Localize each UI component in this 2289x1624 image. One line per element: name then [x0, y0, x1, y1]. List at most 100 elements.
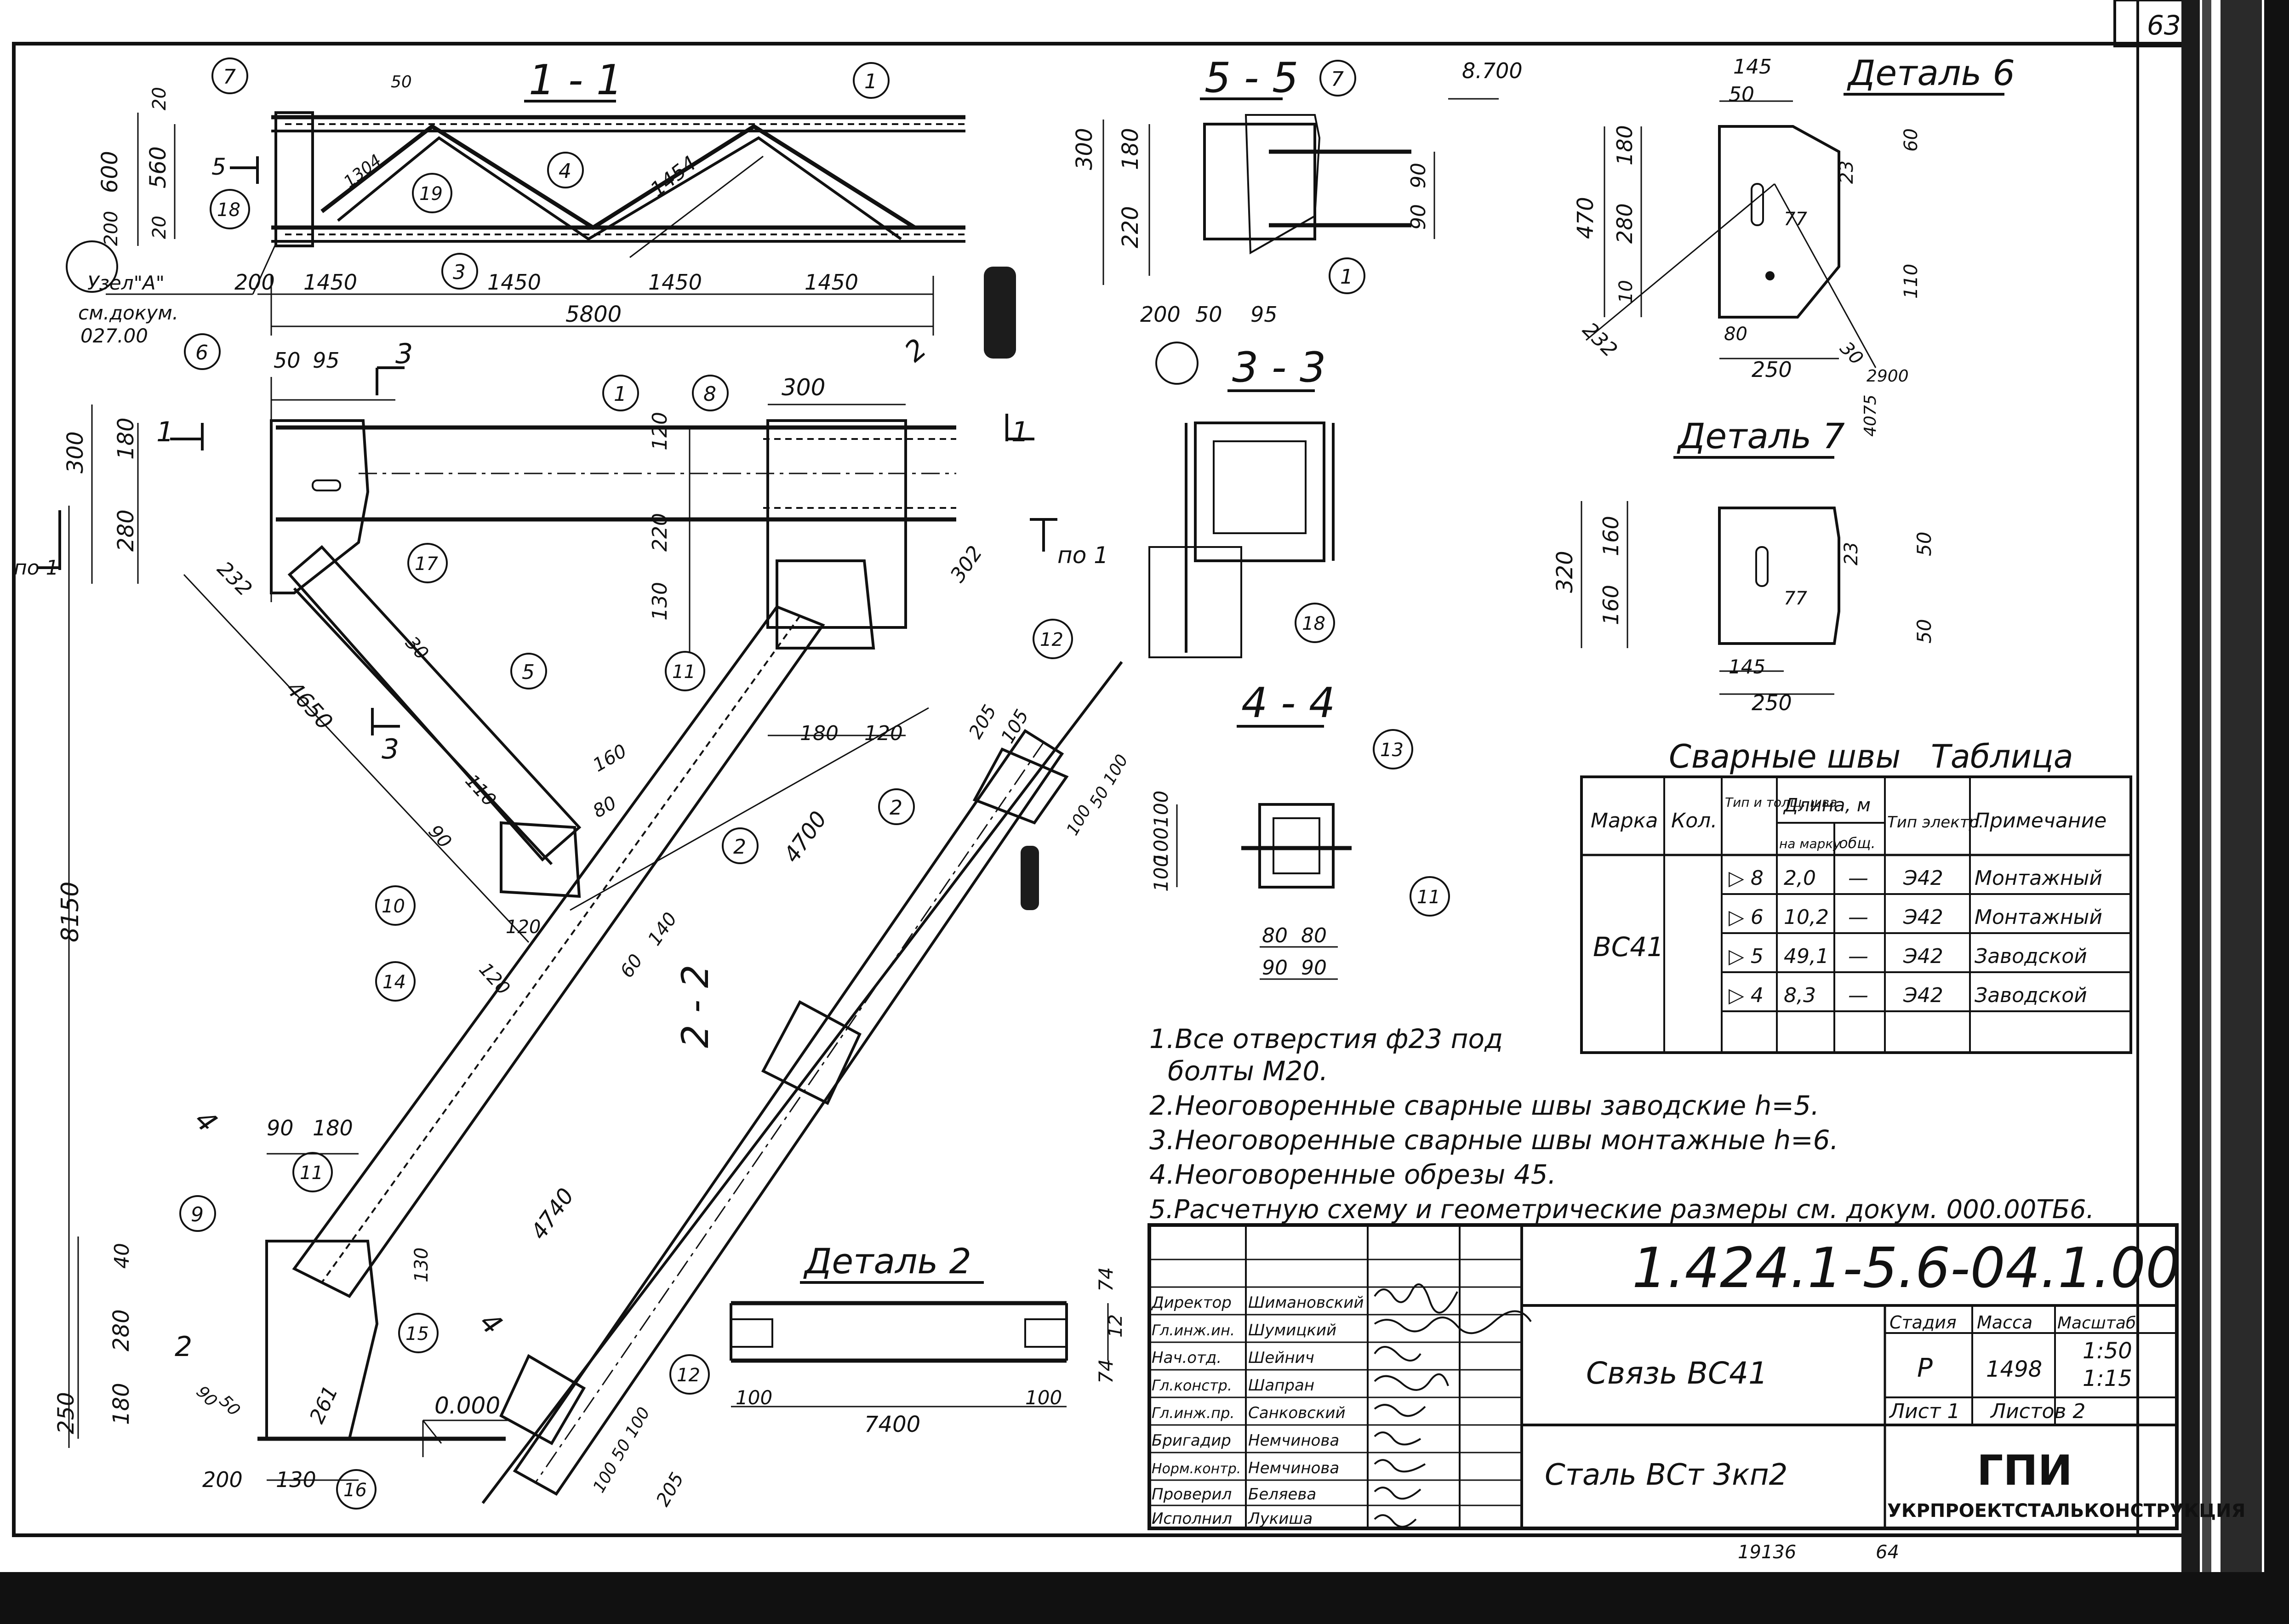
staff-name-4: Шапран [1248, 1376, 1314, 1395]
svg-text:7: 7 [1331, 68, 1344, 91]
callout-17: 17 [407, 543, 448, 583]
dim-d6-50: 50 [1729, 83, 1754, 106]
dim-55-200: 200 [1140, 302, 1181, 327]
svg-text:▷ 5: ▷ 5 [1729, 945, 1764, 968]
dim-120-c: 120 [506, 917, 541, 938]
callout-7: 7 [211, 57, 248, 94]
dim-180-under: 180 [800, 722, 839, 745]
callout-10: 10 [375, 885, 416, 926]
section-5-5: 5 - 5 300 180 220 90 90 200 50 95 8.700 [1072, 54, 1523, 385]
dim-120-under: 120 [864, 722, 903, 745]
weld-row-3: ▷ 5 49,1 — Э42 Заводской [1729, 945, 2087, 968]
notes: 1.Все отверстия ф23 под болты М20. 2.Нео… [1149, 1023, 2094, 1225]
dim-d2-74b: 74 [1095, 1359, 1117, 1384]
org-full: УКРПРОЕКТСТАЛЬКОНСТРУКЦИЯ [1887, 1500, 2245, 1521]
staff-role-1: Директор [1151, 1294, 1232, 1312]
dim-44-80a: 80 [1262, 924, 1288, 947]
staff-role-5: Гл.инж.пр. [1152, 1404, 1235, 1422]
dim-130-bottom: 130 [276, 1467, 316, 1492]
staff-name-9: Лукиша [1247, 1510, 1313, 1528]
staff-role-4: Гл.констр. [1152, 1377, 1232, 1394]
th-electrode: Тип электр. [1887, 813, 1984, 832]
svg-text:16: 16 [343, 1480, 367, 1501]
callout-15: 15 [398, 1313, 439, 1353]
svg-text:11: 11 [672, 661, 696, 683]
dim-d6-145: 145 [1733, 55, 1772, 79]
svg-text:—: — [1848, 945, 1868, 968]
dim-d2-100a: 100 [736, 1386, 772, 1409]
dim-d7-250: 250 [1752, 690, 1792, 715]
svg-text:10: 10 [382, 896, 405, 917]
svg-text:Монтажный: Монтажный [1975, 866, 2102, 890]
dim-44-100c: 100 [1150, 855, 1172, 892]
note-1: 1.Все отверстия ф23 под [1149, 1023, 1503, 1054]
dim-180-c: 180 [313, 1116, 353, 1140]
dim-d6-110: 110 [1901, 264, 1922, 299]
cut-mark-po1-right: по 1 [1057, 542, 1108, 569]
dim-300-left: 300 [63, 431, 88, 473]
dim-d2-100b: 100 [1025, 1386, 1062, 1409]
cut-mark-3-mid: 3 [382, 733, 399, 765]
dim-8150: 8150 [57, 882, 84, 942]
dim-220: 220 [648, 513, 672, 552]
callout-18-b: 18 [1295, 603, 1335, 643]
callout-11-b: 11 [292, 1152, 333, 1192]
cut-mark-2-bottom: 2 [175, 1331, 192, 1363]
callout-6: 6 [184, 333, 221, 370]
staff-role-3: Нач.отд. [1152, 1349, 1222, 1367]
section-4-4: 4 - 4 100 100 100 80 80 90 90 [1150, 679, 1352, 980]
svg-text:12: 12 [677, 1365, 700, 1386]
dim-d6-2900: 2900 [1867, 367, 1909, 386]
callout-12-a: 12 [1033, 619, 1073, 659]
sheet-number: 63 [2147, 10, 2181, 41]
dim-200-left: 200 [101, 211, 122, 246]
detail-7-title: Деталь 7 [1677, 416, 1845, 456]
dim-d7-50b: 50 [1913, 619, 1935, 644]
staff-name-5: Санковский [1248, 1404, 1346, 1422]
callout-18-a: 18 [210, 189, 250, 229]
svg-text:11: 11 [1417, 887, 1440, 908]
svg-text:Э42: Э42 [1903, 945, 1943, 968]
svg-text:Э42: Э42 [1903, 866, 1943, 890]
cut-mark-1-left: 1 [156, 416, 174, 448]
svg-text:Заводской: Заводской [1975, 984, 2087, 1007]
detail-6: Деталь 6 145 50 470 180 280 10 60 23 77 … [1573, 52, 2015, 437]
dim-50-1-1: 50 [391, 73, 412, 91]
svg-text:17: 17 [415, 553, 438, 575]
dim-40: 40 [110, 1243, 134, 1269]
svg-text:—: — [1848, 866, 1868, 890]
weld-table: Сварные швы Таблица Марка Кол. Тип и тол… [1580, 738, 2132, 1054]
dim-1450-b: 1450 [487, 270, 541, 295]
svg-text:18: 18 [1302, 613, 1325, 634]
node-ref-line2: см.докум. [78, 302, 178, 324]
svg-text:—: — [1848, 906, 1868, 929]
callout-2: 2 [722, 827, 759, 864]
dim-55-95: 95 [1250, 302, 1278, 327]
section-title-4-4: 4 - 4 [1241, 679, 1335, 727]
th-mark: Марка [1591, 809, 1658, 832]
staff-name-1: Шимановский [1248, 1294, 1364, 1312]
sheets-label: Листов 2 [1990, 1400, 2085, 1423]
dim-d2-12: 12 [1105, 1314, 1126, 1338]
staff-role-7: Норм.контр. [1152, 1461, 1241, 1477]
staff-name-8: Беляева [1248, 1485, 1316, 1504]
weld-table-title: Сварные швы [1669, 738, 1901, 775]
callout-2-b: 2 [878, 788, 915, 825]
scale-value-1: 1:50 [2083, 1338, 2132, 1364]
dim-20-top: 20 [149, 87, 170, 110]
svg-text:▷ 8: ▷ 8 [1729, 866, 1764, 890]
svg-text:5: 5 [522, 661, 535, 684]
dim-d7-145: 145 [1729, 655, 1765, 678]
dim-5800: 5800 [565, 302, 622, 327]
svg-text:▷ 4: ▷ 4 [1729, 984, 1764, 1007]
doc-number: 1.424.1-5.6-04.1.00 [1632, 1237, 2181, 1300]
dim-d6-250: 250 [1752, 357, 1792, 382]
section-title-3-3: 3 - 3 [1232, 343, 1326, 392]
svg-text:6: 6 [195, 341, 208, 365]
staff-name-6: Немчинова [1248, 1431, 1339, 1450]
callout-5: 5 [510, 653, 547, 689]
cut-mark-1-right: 1 [1011, 416, 1029, 448]
dim-95-top: 95 [313, 348, 340, 373]
